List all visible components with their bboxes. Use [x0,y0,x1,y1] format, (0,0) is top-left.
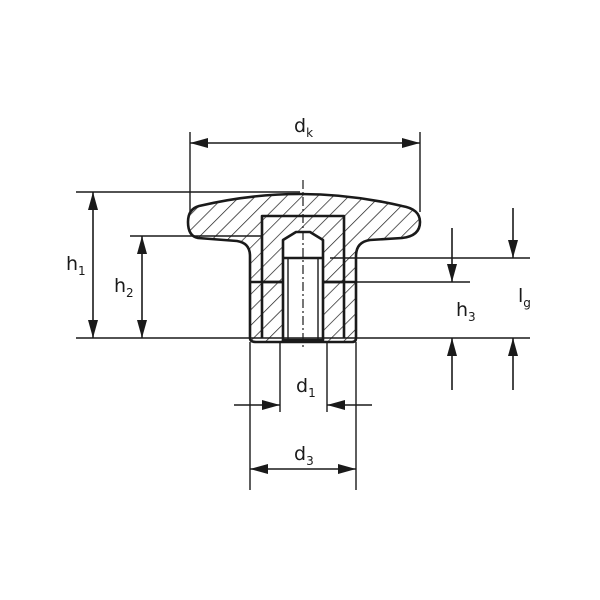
label-h3: h3 [456,299,476,324]
label-h1: h1 [66,253,86,278]
dimension-lg [508,208,518,390]
label-dk: dk [294,115,313,140]
dimension-h3 [447,228,457,390]
dimension-d3 [250,464,356,474]
label-h2: h2 [114,275,134,300]
dimension-dk [190,138,420,148]
dimension-h1 [88,192,98,338]
label-lg: lg [518,285,531,310]
label-d1: d1 [296,375,316,400]
extension-lines [76,132,530,490]
knob-body [186,180,422,350]
dimension-h2 [137,236,147,338]
label-d3: d3 [294,443,314,468]
dimension-d1 [234,400,372,410]
